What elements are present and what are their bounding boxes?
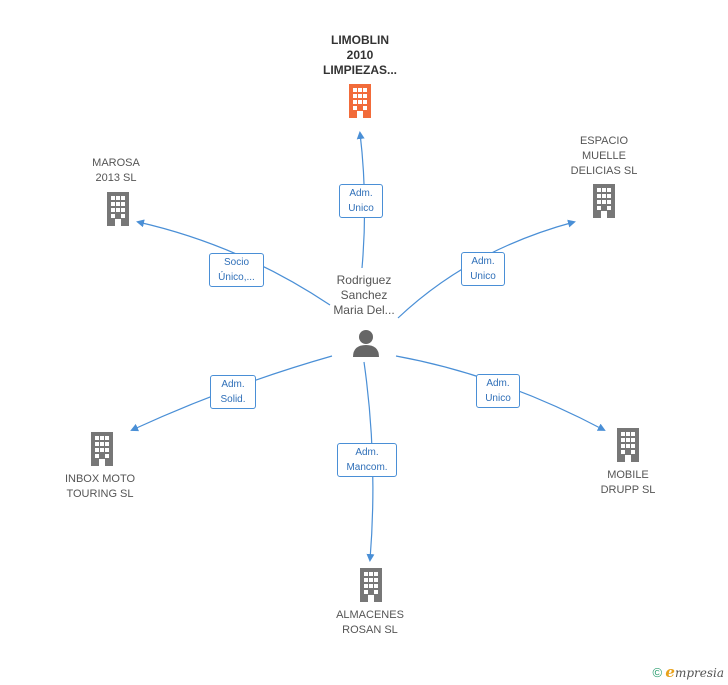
building-icon[interactable] [357,568,385,602]
footer-brand: © empresia [652,663,724,681]
role-badge-mobile[interactable]: Adm. Unico [476,374,520,408]
role-badge-limoblin[interactable]: Adm. Unico [339,184,383,218]
node-label-inbox[interactable]: INBOX MOTO TOURING SL [64,473,136,500]
node-label-limoblin[interactable]: LIMOBLIN 2010 LIMPIEZAS... [322,33,397,77]
copyright-symbol: © [652,665,663,680]
node-label-espacio[interactable]: ESPACIO MUELLE DELICIAS SL [570,135,638,177]
building-icon[interactable] [346,84,374,118]
building-icon[interactable] [104,192,132,226]
role-badge-inbox[interactable]: Adm. Solid. [210,375,256,409]
node-label-marosa[interactable]: MAROSA 2013 SL [92,157,140,184]
role-badge-espacio[interactable]: Adm. Unico [461,252,505,286]
node-label-mobile[interactable]: MOBILE DRUPP SL [600,469,656,496]
center-person-label[interactable]: Rodriguez Sanchez Maria Del... [333,273,395,317]
node-label-almacenes[interactable]: ALMACENES ROSAN SL [336,609,404,636]
building-icon[interactable] [590,184,618,218]
person-icon[interactable] [351,328,381,358]
role-badge-almacenes[interactable]: Adm. Mancom. [337,443,397,477]
role-badge-marosa[interactable]: Socio Único,... [209,253,264,287]
empresia-logo[interactable]: empresia [665,663,724,681]
building-icon[interactable] [88,432,116,466]
building-icon[interactable] [614,428,642,462]
